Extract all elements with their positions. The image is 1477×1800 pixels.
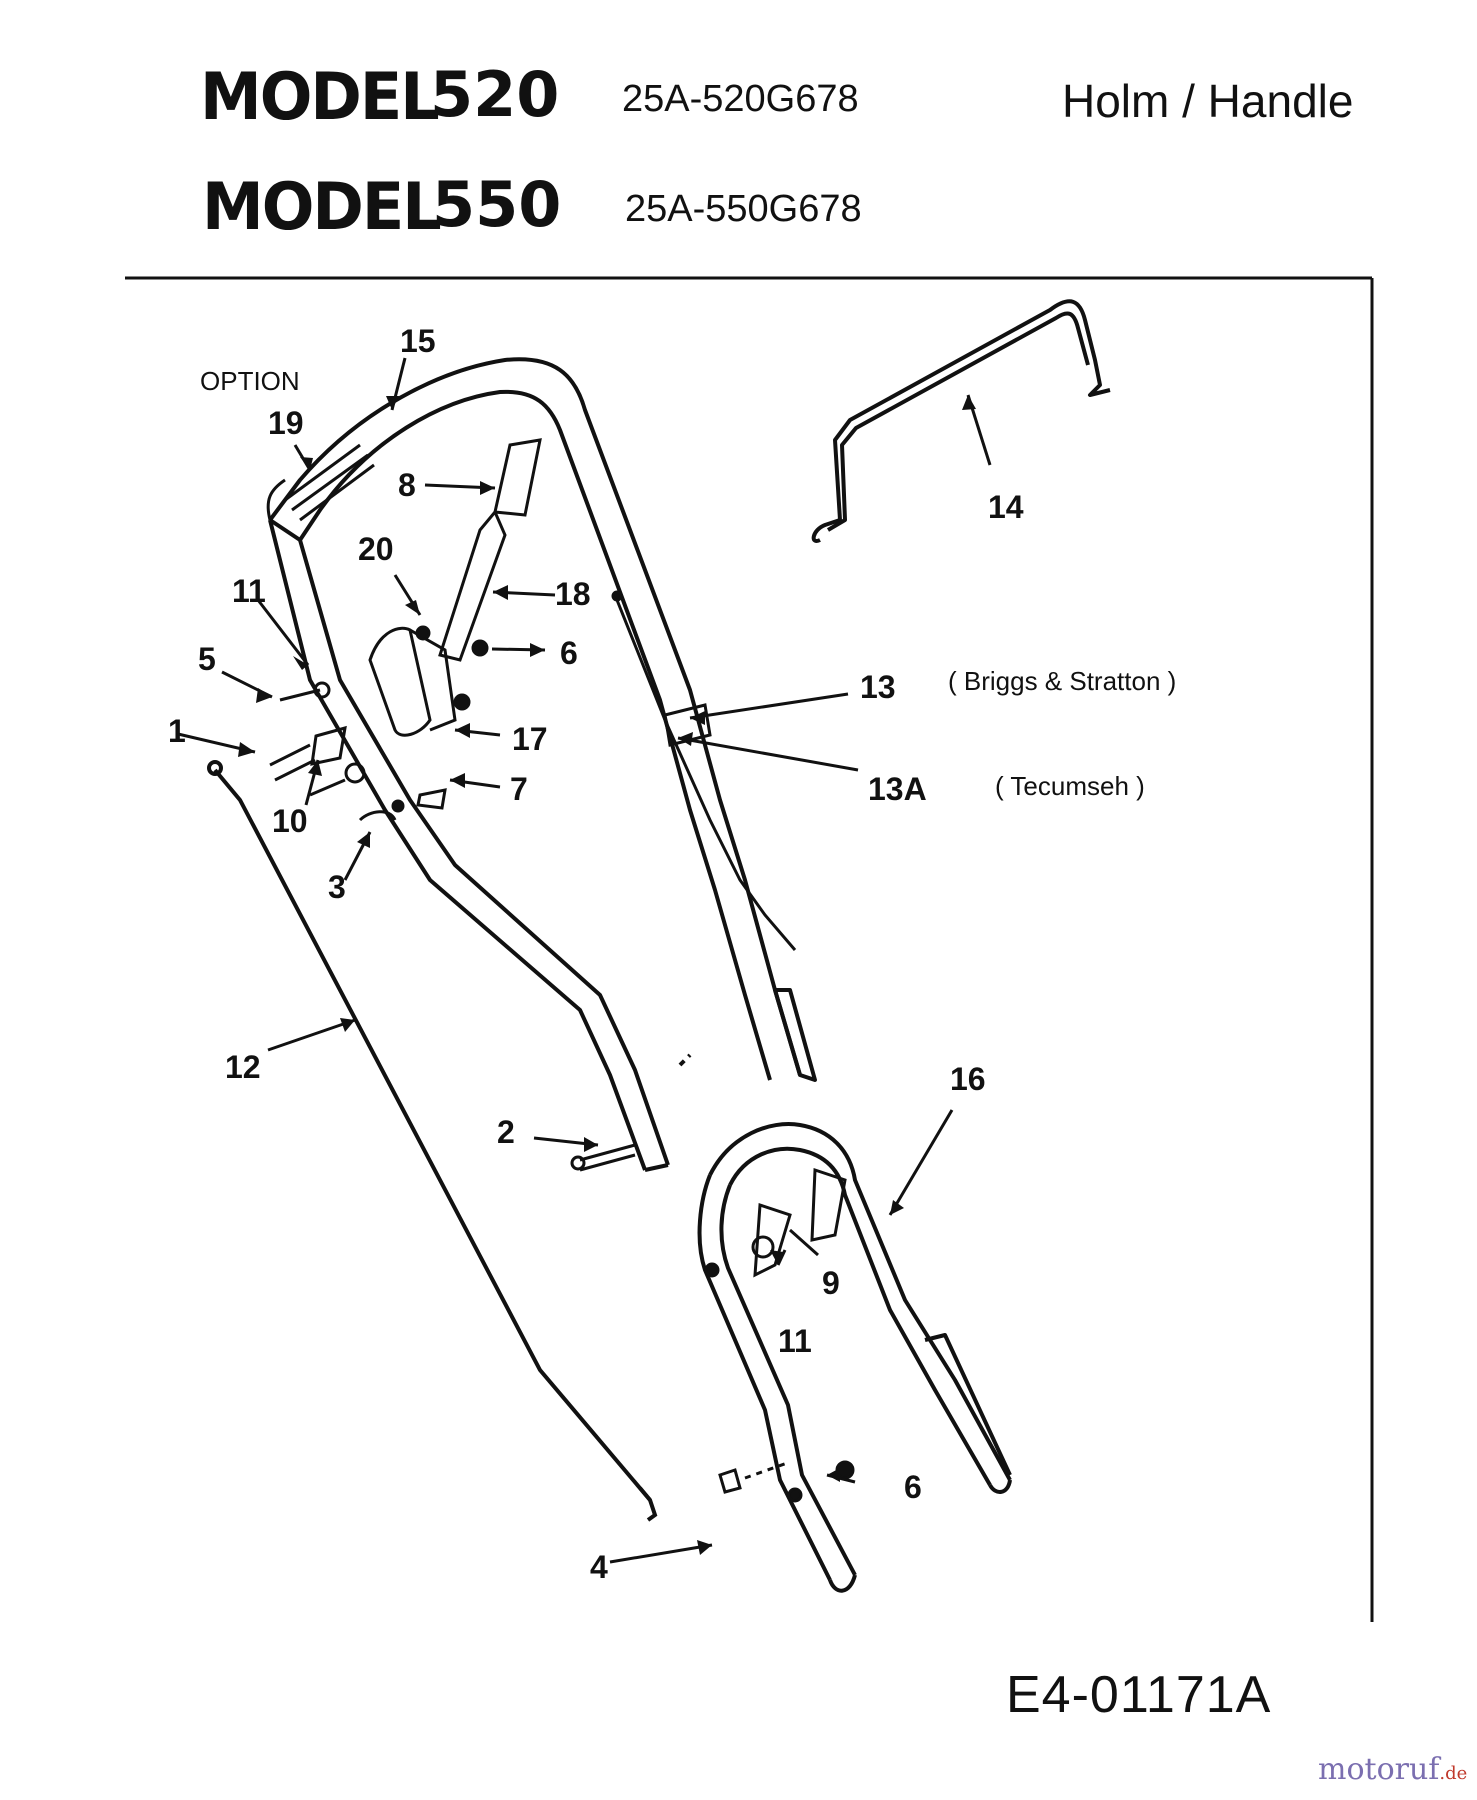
callout-1: 1	[168, 713, 186, 749]
model-label-2: MODEL	[202, 168, 442, 245]
model-number-2: 550	[432, 168, 562, 241]
knob-parts	[704, 1167, 855, 1503]
watermark-suffix: .de	[1439, 1763, 1468, 1784]
callout-13a: 13A	[868, 771, 927, 807]
callout-8: 8	[398, 467, 416, 503]
watermark-main: motoruf	[1318, 1752, 1440, 1787]
callout-12: 12	[225, 1049, 261, 1085]
callout-arrowheads	[238, 395, 976, 1555]
callout-17: 17	[512, 721, 548, 757]
part-code-1: 25A-520G678	[622, 78, 859, 120]
callout-6a: 6	[560, 635, 578, 671]
control-lever-assembly	[368, 438, 542, 737]
callout-leaders	[177, 357, 992, 1564]
section-title: Holm / Handle	[1062, 75, 1354, 127]
part-code-2: 25A-550G678	[625, 188, 862, 230]
lower-handle-part	[697, 1122, 1012, 1593]
callout-19: 19	[268, 405, 304, 441]
callout-9: 9	[822, 1265, 840, 1301]
callout-5: 5	[198, 641, 216, 677]
callout-18: 18	[555, 576, 591, 612]
callout-7: 7	[510, 771, 528, 807]
throttle-cable-part	[611, 590, 797, 951]
callout-3: 3	[328, 869, 346, 905]
hardware-parts	[269, 681, 791, 1494]
model-number-1: 520	[430, 58, 560, 131]
callout-15: 15	[400, 323, 436, 359]
watermark-logo: motoruf.de	[1318, 1752, 1467, 1787]
callout-11a: 11	[232, 573, 266, 609]
cable-12-part	[207, 760, 658, 1522]
callout-4: 4	[590, 1549, 608, 1585]
callout-14: 14	[988, 489, 1024, 525]
upper-handle-part	[268, 357, 817, 1172]
callout-11b: 11	[778, 1323, 812, 1359]
option-label: OPTION	[200, 366, 300, 396]
drawing-code: E4-01171A	[1006, 1666, 1272, 1724]
callout-6b: 6	[904, 1469, 922, 1505]
briggs-note: ( Briggs & Stratton )	[948, 666, 1176, 696]
callout-10: 10	[272, 803, 308, 839]
diagram-frame	[125, 276, 1374, 1622]
model-label-1: MODEL	[200, 58, 440, 135]
callout-13: 13	[860, 669, 896, 705]
callout-20: 20	[358, 531, 394, 567]
tecumseh-note: ( Tecumseh )	[995, 771, 1145, 801]
callout-16: 16	[950, 1061, 986, 1097]
bail-bar-part	[811, 299, 1111, 543]
grip-part	[266, 443, 375, 522]
callout-2: 2	[497, 1114, 515, 1150]
